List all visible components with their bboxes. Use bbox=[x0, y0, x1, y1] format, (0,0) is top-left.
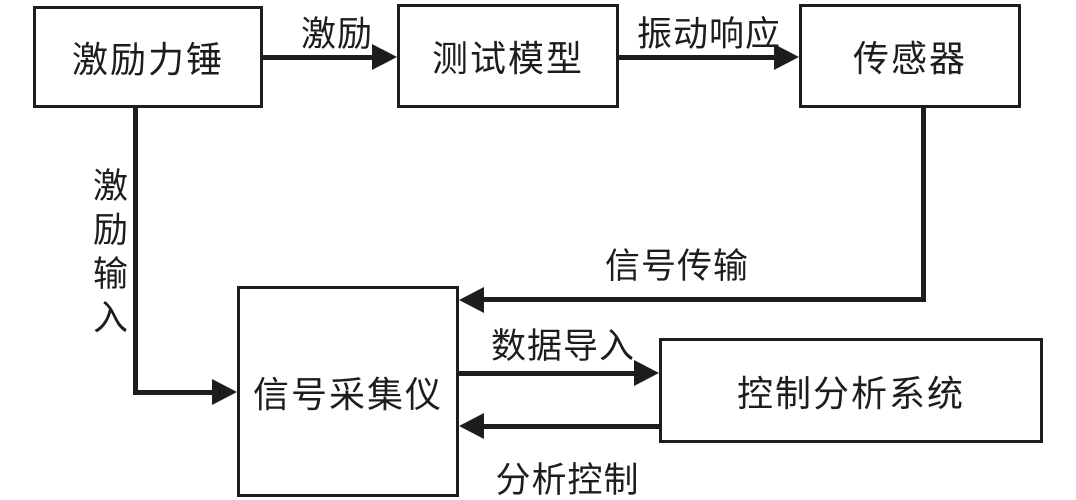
node-excitation-hammer-label: 激励力锤 bbox=[71, 40, 224, 81]
arrowhead-right-icon bbox=[774, 44, 799, 70]
arrowhead-right-icon bbox=[634, 360, 659, 386]
node-sensor-label: 传感器 bbox=[852, 39, 967, 80]
edge-excitation-input-vline bbox=[133, 108, 138, 395]
node-test-model: 测试模型 bbox=[397, 4, 619, 108]
edge-signal-transmission-label: 信号传输 bbox=[604, 247, 749, 287]
edge-data-import-label: 数据导入 bbox=[490, 327, 635, 367]
edge-excitation-label: 激励 bbox=[300, 15, 373, 55]
edge-vibration-response-label: 振动响应 bbox=[636, 15, 781, 55]
edge-excitation-input-line bbox=[133, 390, 215, 395]
edge-signal-transmission-line bbox=[482, 297, 926, 302]
edge-excitation-input-label: 激励输入 bbox=[87, 166, 127, 343]
node-excitation-hammer: 激励力锤 bbox=[33, 6, 263, 108]
node-signal-acquisition-instrument-label: 信号采集仪 bbox=[252, 374, 443, 416]
arrowhead-left-icon bbox=[459, 287, 484, 313]
edge-excitation-line bbox=[263, 55, 375, 60]
node-test-model-label: 测试模型 bbox=[431, 39, 584, 80]
node-control-analysis-system-label: 控制分析系统 bbox=[736, 373, 965, 415]
node-control-analysis-system: 控制分析系统 bbox=[659, 338, 1043, 443]
arrowhead-right-icon bbox=[372, 44, 397, 70]
node-sensor: 传感器 bbox=[799, 4, 1021, 108]
edge-analysis-control-label: 分析控制 bbox=[495, 461, 640, 500]
edge-vibration-response-line bbox=[619, 55, 777, 60]
node-signal-acquisition-instrument: 信号采集仪 bbox=[237, 286, 459, 497]
arrowhead-right-icon bbox=[212, 379, 237, 405]
edge-data-import-line bbox=[459, 371, 637, 376]
edge-analysis-control-line bbox=[482, 424, 659, 429]
arrowhead-left-icon bbox=[459, 413, 484, 439]
edge-signal-transmission-vline bbox=[921, 107, 926, 302]
